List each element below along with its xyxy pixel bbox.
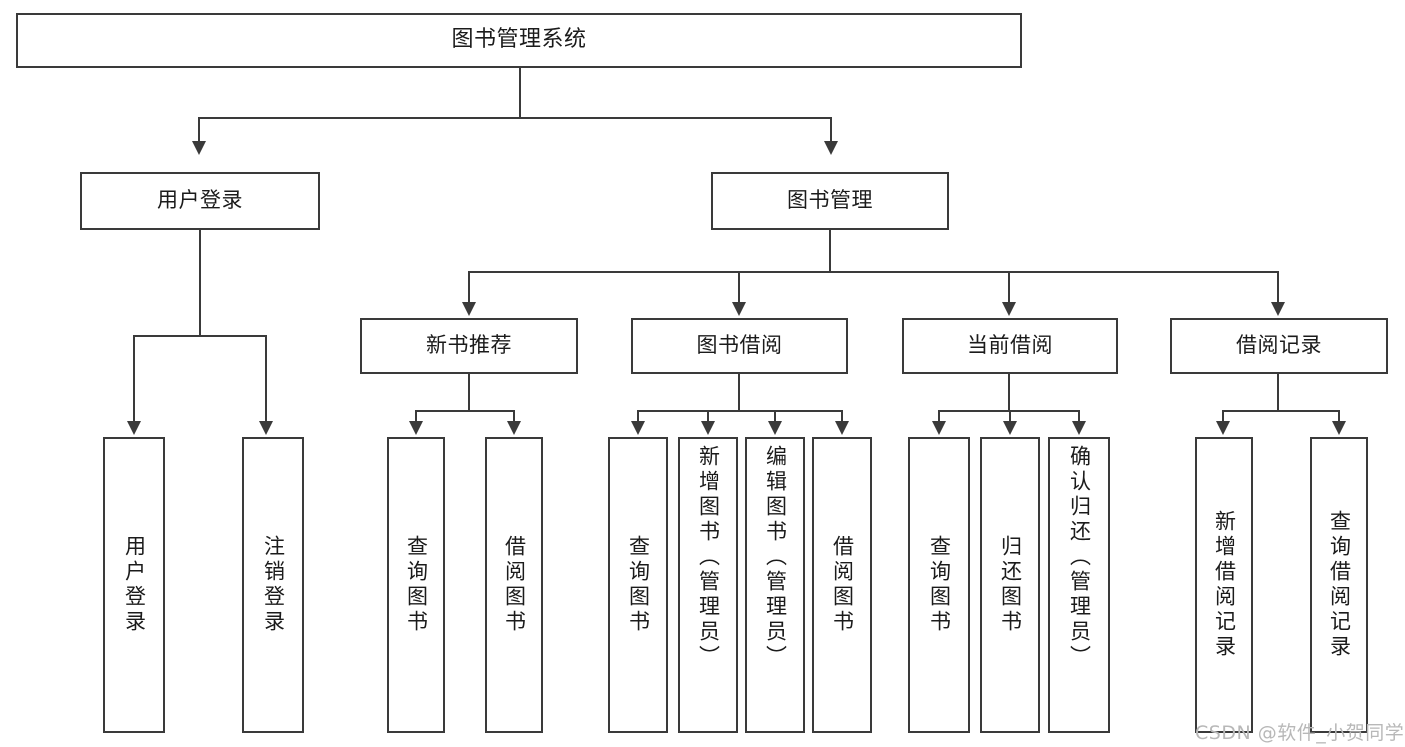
connector-level2-right-drop <box>830 117 832 143</box>
connector-borrow-record-drop-2 <box>1338 410 1340 423</box>
connector-user-login-leaf2-drop <box>265 335 267 423</box>
connector-book-borrow-drop-4 <box>841 410 843 423</box>
connector-current-borrow-drop-3 <box>1078 410 1080 423</box>
node-label: 注销登录 <box>261 535 286 635</box>
arrow-to-leaf-confirm-return <box>1072 421 1086 435</box>
arrow-to-leaf-user-login <box>127 421 141 435</box>
arrow-to-leaf-query-book-current <box>932 421 946 435</box>
arrow-to-leaf-user-logout <box>259 421 273 435</box>
node-leaf-confirm-return[interactable]: 确认归还（管理员） <box>1048 437 1110 733</box>
connector-book-manage-stem <box>829 230 831 272</box>
node-label: 当前借阅 <box>967 333 1053 358</box>
node-label: 借阅图书 <box>502 535 527 635</box>
connector-level3-drop-2 <box>738 271 740 304</box>
node-leaf-user-logout[interactable]: 注销登录 <box>242 437 304 733</box>
node-label: 查询图书 <box>626 535 651 635</box>
arrow-to-new-book-rec <box>462 302 476 316</box>
connector-borrow-record-stem <box>1277 374 1279 411</box>
node-label: 用户登录 <box>157 188 243 213</box>
node-leaf-add-borrow-record[interactable]: 新增借阅记录 <box>1195 437 1253 733</box>
connector-book-borrow-drop-1 <box>637 410 639 423</box>
node-label: 归还图书 <box>998 535 1023 635</box>
node-borrow-record[interactable]: 借阅记录 <box>1170 318 1388 374</box>
connector-book-borrow-bus <box>637 410 843 412</box>
node-label: 借阅记录 <box>1236 333 1322 358</box>
connector-new-book-rec-drop-1 <box>415 410 417 423</box>
node-current-borrow[interactable]: 当前借阅 <box>902 318 1118 374</box>
node-leaf-borrow-book[interactable]: 借阅图书 <box>812 437 872 733</box>
node-book-manage[interactable]: 图书管理 <box>711 172 949 230</box>
node-label: 图书借阅 <box>696 333 783 358</box>
node-label: 编辑图书（管理员） <box>763 445 788 670</box>
connector-level2-left-drop <box>198 117 200 143</box>
node-label: 借阅图书 <box>830 535 855 635</box>
node-label: 图书管理系统 <box>451 27 587 53</box>
connector-borrow-record-bus <box>1222 410 1339 412</box>
node-book-borrow[interactable]: 图书借阅 <box>631 318 848 374</box>
arrow-to-leaf-return-book <box>1003 421 1017 435</box>
connector-level3-drop-1 <box>468 271 470 304</box>
node-label: 新增借阅记录 <box>1212 510 1237 660</box>
arrow-to-book-borrow <box>732 302 746 316</box>
connector-user-login-bus <box>133 335 266 337</box>
node-leaf-user-login[interactable]: 用户登录 <box>103 437 165 733</box>
connector-current-borrow-stem <box>1008 374 1010 411</box>
connector-level3-drop-4 <box>1277 271 1279 304</box>
node-leaf-query-book-borrow[interactable]: 查询图书 <box>608 437 668 733</box>
arrow-to-leaf-edit-book <box>768 421 782 435</box>
node-root-system[interactable]: 图书管理系统 <box>16 13 1022 68</box>
connector-level3-bus <box>468 271 1279 273</box>
arrow-to-book-manage <box>824 141 838 155</box>
node-user-login[interactable]: 用户登录 <box>80 172 320 230</box>
connector-level2-bus <box>198 117 832 119</box>
arrow-to-borrow-record <box>1271 302 1285 316</box>
arrow-to-leaf-add-borrow-record <box>1216 421 1230 435</box>
connector-level3-drop-3 <box>1008 271 1010 304</box>
connector-book-borrow-drop-2 <box>707 410 709 423</box>
arrow-to-leaf-query-book-rec <box>409 421 423 435</box>
node-label: 图书管理 <box>787 188 873 213</box>
connector-user-login-stem <box>199 230 201 336</box>
connector-user-login-leaf1-drop <box>133 335 135 423</box>
node-label: 查询图书 <box>404 535 429 635</box>
connector-book-borrow-stem <box>738 374 740 411</box>
arrow-to-leaf-query-book-borrow <box>631 421 645 435</box>
node-label: 查询图书 <box>927 535 952 635</box>
arrow-to-current-borrow <box>1002 302 1016 316</box>
arrow-to-leaf-borrow-book-rec <box>507 421 521 435</box>
connector-new-book-rec-bus <box>415 410 514 412</box>
connector-new-book-rec-stem <box>468 374 470 411</box>
connector-new-book-rec-drop-2 <box>513 410 515 423</box>
connector-current-borrow-drop-1 <box>938 410 940 423</box>
node-label: 新书推荐 <box>426 333 512 358</box>
connector-current-borrow-drop-2 <box>1009 410 1011 423</box>
node-label: 确认归还（管理员） <box>1067 445 1092 670</box>
connector-borrow-record-drop-1 <box>1222 410 1224 423</box>
connector-book-borrow-drop-3 <box>774 410 776 423</box>
connector-root-stem <box>519 68 521 117</box>
node-leaf-add-book[interactable]: 新增图书（管理员） <box>678 437 738 733</box>
node-leaf-borrow-book-rec[interactable]: 借阅图书 <box>485 437 543 733</box>
arrow-to-leaf-borrow-book <box>835 421 849 435</box>
arrow-to-leaf-add-book <box>701 421 715 435</box>
arrow-to-user-login <box>192 141 206 155</box>
node-leaf-edit-book[interactable]: 编辑图书（管理员） <box>745 437 805 733</box>
node-leaf-query-book-rec[interactable]: 查询图书 <box>387 437 445 733</box>
node-leaf-query-borrow-record[interactable]: 查询借阅记录 <box>1310 437 1368 733</box>
csdn-watermark: CSDN @软件_小贺同学 <box>1195 722 1405 744</box>
node-new-book-rec[interactable]: 新书推荐 <box>360 318 578 374</box>
node-label: 新增图书（管理员） <box>696 445 721 670</box>
node-label: 用户登录 <box>122 535 147 635</box>
node-label: 查询借阅记录 <box>1327 510 1352 660</box>
node-leaf-return-book[interactable]: 归还图书 <box>980 437 1040 733</box>
node-leaf-query-book-current[interactable]: 查询图书 <box>908 437 970 733</box>
arrow-to-leaf-query-borrow-record <box>1332 421 1346 435</box>
